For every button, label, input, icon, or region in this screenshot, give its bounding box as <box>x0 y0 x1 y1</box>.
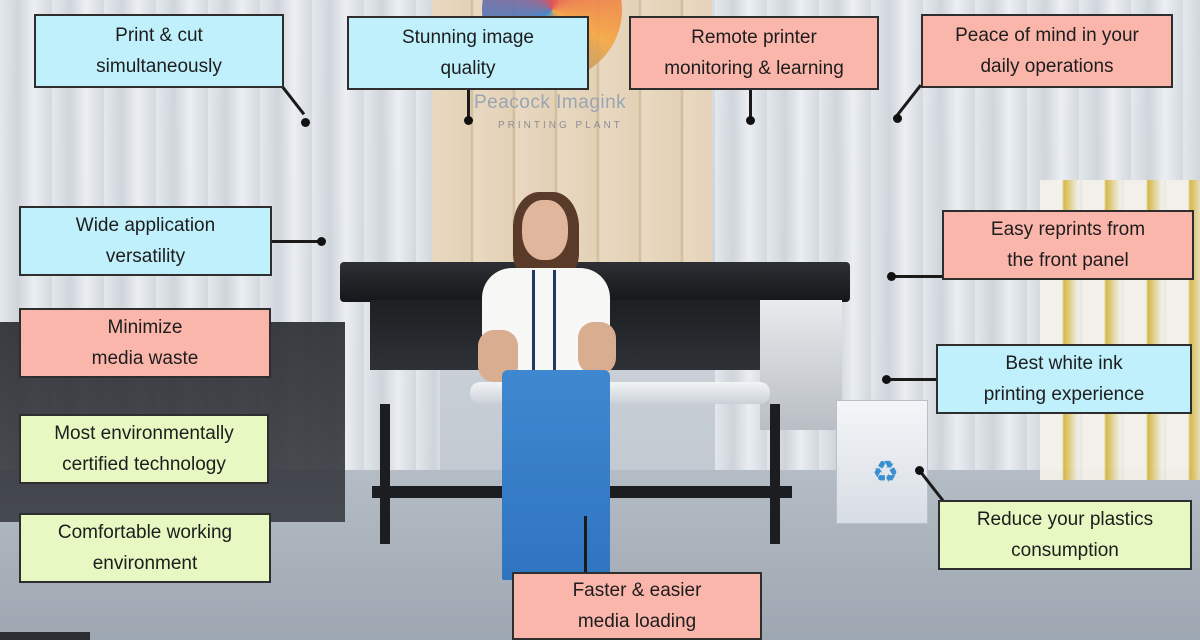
connector-dot <box>746 116 755 125</box>
callout-white-ink: Best white ink printing experience <box>936 344 1192 414</box>
connector-line <box>886 378 938 381</box>
name-strip <box>0 632 90 640</box>
connector-dot <box>882 375 891 384</box>
recycle-icon: ♻ <box>872 456 899 489</box>
printer-stand <box>380 404 780 544</box>
callout-minimize-waste: Minimize media waste <box>19 308 271 378</box>
callout-remote-monitoring: Remote printer monitoring & learning <box>629 16 879 90</box>
connector-dot <box>464 116 473 125</box>
connector-dot <box>317 237 326 246</box>
callout-faster-loading: Faster & easier media loading <box>512 572 762 640</box>
connector-line <box>584 516 587 572</box>
connector-dot <box>893 114 902 123</box>
callout-print-cut: Print & cut simultaneously <box>34 14 284 88</box>
presenter-right-hand <box>578 322 616 374</box>
callout-env-certified: Most environmentally certified technolog… <box>19 414 269 484</box>
logo-text: Peacock Imagink <box>474 92 627 113</box>
connector-dot <box>887 272 896 281</box>
callout-reduce-plastics: Reduce your plastics consumption <box>938 500 1192 570</box>
recycling-box <box>836 400 928 524</box>
connector-dot <box>915 466 924 475</box>
connector-dot <box>301 118 310 127</box>
connector-line <box>892 275 944 278</box>
callout-peace-of-mind: Peace of mind in your daily operations <box>921 14 1173 88</box>
presenter-head <box>522 200 568 260</box>
callout-image-quality: Stunning image quality <box>347 16 589 90</box>
callout-wide-application: Wide application versatility <box>19 206 272 276</box>
callout-easy-reprints: Easy reprints from the front panel <box>942 210 1194 280</box>
presenter-lanyard <box>532 270 556 390</box>
connector-line <box>749 88 752 118</box>
connector-line <box>467 88 470 118</box>
connector-line <box>272 240 322 243</box>
logo-subtext: PRINTING PLANT <box>498 120 623 131</box>
presenter-pants <box>502 370 610 580</box>
callout-comfortable-env: Comfortable working environment <box>19 513 271 583</box>
